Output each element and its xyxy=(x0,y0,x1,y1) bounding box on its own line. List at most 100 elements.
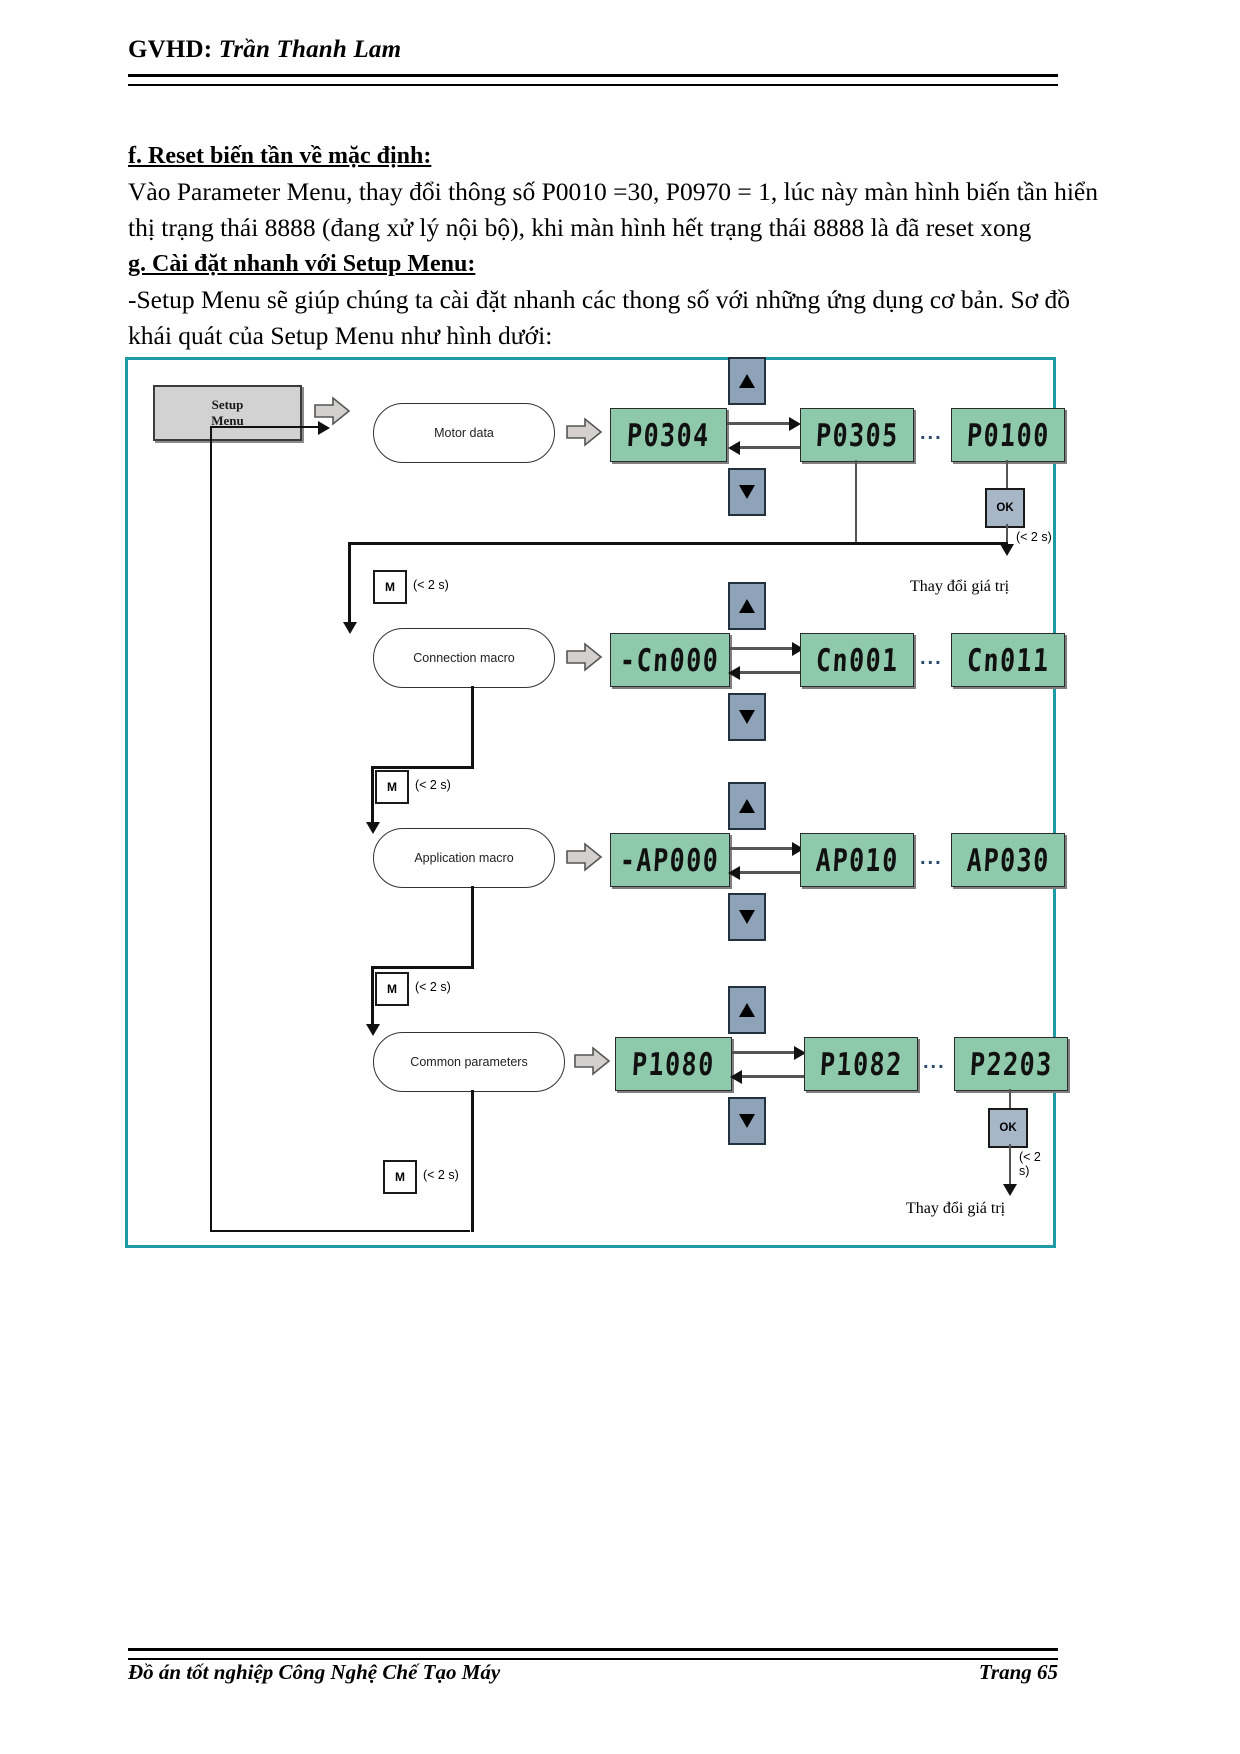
stage-motor-data-label: Motor data xyxy=(434,426,494,440)
ok-button-row4[interactable]: OK xyxy=(988,1108,1028,1148)
row3-enter-arrowhead-icon xyxy=(366,822,380,834)
stage-common-parameters: Common parameters xyxy=(373,1032,565,1092)
row3-arrow-left-line xyxy=(740,871,804,874)
setup-menu-line-1: Setup xyxy=(211,397,244,412)
row1-return-vline xyxy=(855,460,857,544)
row3-arrow-left-head-icon xyxy=(728,866,740,880)
header-text: GVHD: Trần Thanh Lam xyxy=(128,36,1058,64)
up-arrow-key-row4[interactable] xyxy=(728,986,766,1034)
block-arrow-common-icon xyxy=(573,1046,611,1076)
lcd-text-p0304: P0304 xyxy=(626,416,711,454)
ok-label-row4: Thay đổi giá trị xyxy=(906,1200,1006,1217)
loop-left-line xyxy=(210,426,212,1232)
lcd-display-cn000: -Cn000 xyxy=(610,633,730,687)
row3-down-hline xyxy=(371,966,474,969)
up-arrow-key-row3[interactable] xyxy=(728,782,766,830)
ellipsis-row3: ... xyxy=(920,847,943,869)
block-arrow-connection-icon xyxy=(565,642,603,672)
header-name: Trần Thanh Lam xyxy=(218,36,402,63)
row4-arrow-right-head-icon xyxy=(794,1046,806,1060)
row1-return-hline xyxy=(348,542,1008,545)
down-arrow-icon xyxy=(739,910,755,924)
setup-menu-line-2: Menu xyxy=(211,413,244,428)
m-button-row4[interactable]: M xyxy=(375,972,409,1006)
page-header: GVHD: Trần Thanh Lam xyxy=(128,36,1058,64)
ok-note-row1: (< 2 s) xyxy=(1016,530,1052,544)
row4-ok-vline-2 xyxy=(1009,1144,1011,1186)
ok-label-row1: Thay đổi giá trị xyxy=(910,578,1010,595)
m-button-row3[interactable]: M xyxy=(375,770,409,804)
ok-note-row4: (< 2 s) xyxy=(1019,1150,1041,1178)
paragraph-g-line-2: khái quát của Setup Menu như hình dưới: xyxy=(128,321,553,350)
lcd-text-ap000: -AP000 xyxy=(619,841,721,879)
footer-rule xyxy=(128,1648,1058,1660)
paragraph-f-line-1: Vào Parameter Menu, thay đổi thông số P0… xyxy=(128,177,1098,206)
up-arrow-key-row1[interactable] xyxy=(728,357,766,405)
lcd-display-ap000: -AP000 xyxy=(610,833,730,887)
stage-common-parameters-label: Common parameters xyxy=(410,1055,528,1069)
m-button-row3-label: M xyxy=(387,780,397,794)
lcd-display-p1082: P1082 xyxy=(804,1037,918,1091)
up-arrow-key-row2[interactable] xyxy=(728,582,766,630)
loop-bottom-line xyxy=(210,1230,470,1232)
m-button-bottom-label: M xyxy=(395,1170,405,1184)
page-footer: Đồ án tốt nghiệp Công Nghệ Chế Tạo Máy T… xyxy=(128,1660,1058,1685)
down-arrow-key-row1[interactable] xyxy=(728,468,766,516)
m-button-row2[interactable]: M xyxy=(373,570,407,604)
down-arrow-key-row2[interactable] xyxy=(728,693,766,741)
m-button-bottom[interactable]: M xyxy=(383,1160,417,1194)
stage-application-macro: Application macro xyxy=(373,828,555,888)
m-note-bottom: (< 2 s) xyxy=(423,1168,459,1182)
lcd-display-p2203: P2203 xyxy=(954,1037,1068,1091)
paragraph-f-line-2: thị trạng thái 8888 (đang xử lý nội bộ),… xyxy=(128,213,1032,242)
m-button-row4-label: M xyxy=(387,982,397,996)
down-arrow-key-row4[interactable] xyxy=(728,1097,766,1145)
row1-ok-vline-2 xyxy=(1006,524,1008,546)
m-button-row2-label: M xyxy=(385,580,395,594)
down-arrow-icon xyxy=(739,710,755,724)
stage-connection-macro-label: Connection macro xyxy=(413,651,515,665)
setup-menu-flowchart: Setup Menu Motor data P0304 xyxy=(125,357,1068,1248)
m-note-row2: (< 2 s) xyxy=(413,578,449,592)
heading-f: f. Reset biến tần về mặc định: xyxy=(128,138,1063,174)
ok-button-row4-label: OK xyxy=(999,1122,1017,1134)
heading-f-text: f. Reset biến tần về mặc định: xyxy=(128,143,432,169)
lcd-display-cn001: Cn001 xyxy=(800,633,914,687)
row4-ok-arrowhead-icon xyxy=(1003,1184,1017,1196)
row1-arrow-left-line xyxy=(740,446,804,449)
up-arrow-icon xyxy=(739,374,755,388)
lcd-display-p0100: P0100 xyxy=(951,408,1065,462)
lcd-display-ap030: AP030 xyxy=(951,833,1065,887)
ellipsis-row2: ... xyxy=(920,647,943,669)
stage-application-macro-label: Application macro xyxy=(414,851,514,865)
row2-down-line xyxy=(471,686,474,768)
ellipsis-row1: ... xyxy=(920,422,943,444)
row2-arrow-left-head-icon xyxy=(728,666,740,680)
lcd-text-p2203: P2203 xyxy=(968,1045,1054,1083)
heading-g: g. Cài đặt nhanh với Setup Menu: xyxy=(128,246,1063,282)
row2-arrow-left-line xyxy=(740,671,804,674)
row4-arrow-left-line xyxy=(742,1075,806,1078)
lcd-display-p1080: P1080 xyxy=(615,1037,732,1091)
lcd-text-cn000: -Cn000 xyxy=(619,641,721,679)
down-arrow-icon xyxy=(739,1114,755,1128)
ok-button-row1[interactable]: OK xyxy=(985,488,1025,528)
body-text: f. Reset biến tần về mặc định: Vào Param… xyxy=(128,138,1098,354)
lcd-display-p0304: P0304 xyxy=(610,408,727,462)
footer-page-number: Trang 65 xyxy=(978,1660,1058,1684)
loop-top-line xyxy=(210,426,320,428)
row2-down-hline xyxy=(371,766,474,769)
header-label: GVHD: xyxy=(128,36,213,63)
block-arrow-motor-icon xyxy=(565,417,603,447)
block-arrow-icon xyxy=(313,396,351,426)
down-arrow-key-row3[interactable] xyxy=(728,893,766,941)
lcd-text-p1080: P1080 xyxy=(631,1045,716,1083)
ok-button-row1-label: OK xyxy=(996,502,1014,514)
stage-connection-macro: Connection macro xyxy=(373,628,555,688)
row4-down-line xyxy=(471,1090,474,1232)
row1-ok-arrowhead-icon xyxy=(1000,544,1014,556)
lcd-text-ap010: AP010 xyxy=(814,841,900,879)
lcd-display-p0305: P0305 xyxy=(800,408,914,462)
row3-arrow-right-line xyxy=(730,847,794,850)
